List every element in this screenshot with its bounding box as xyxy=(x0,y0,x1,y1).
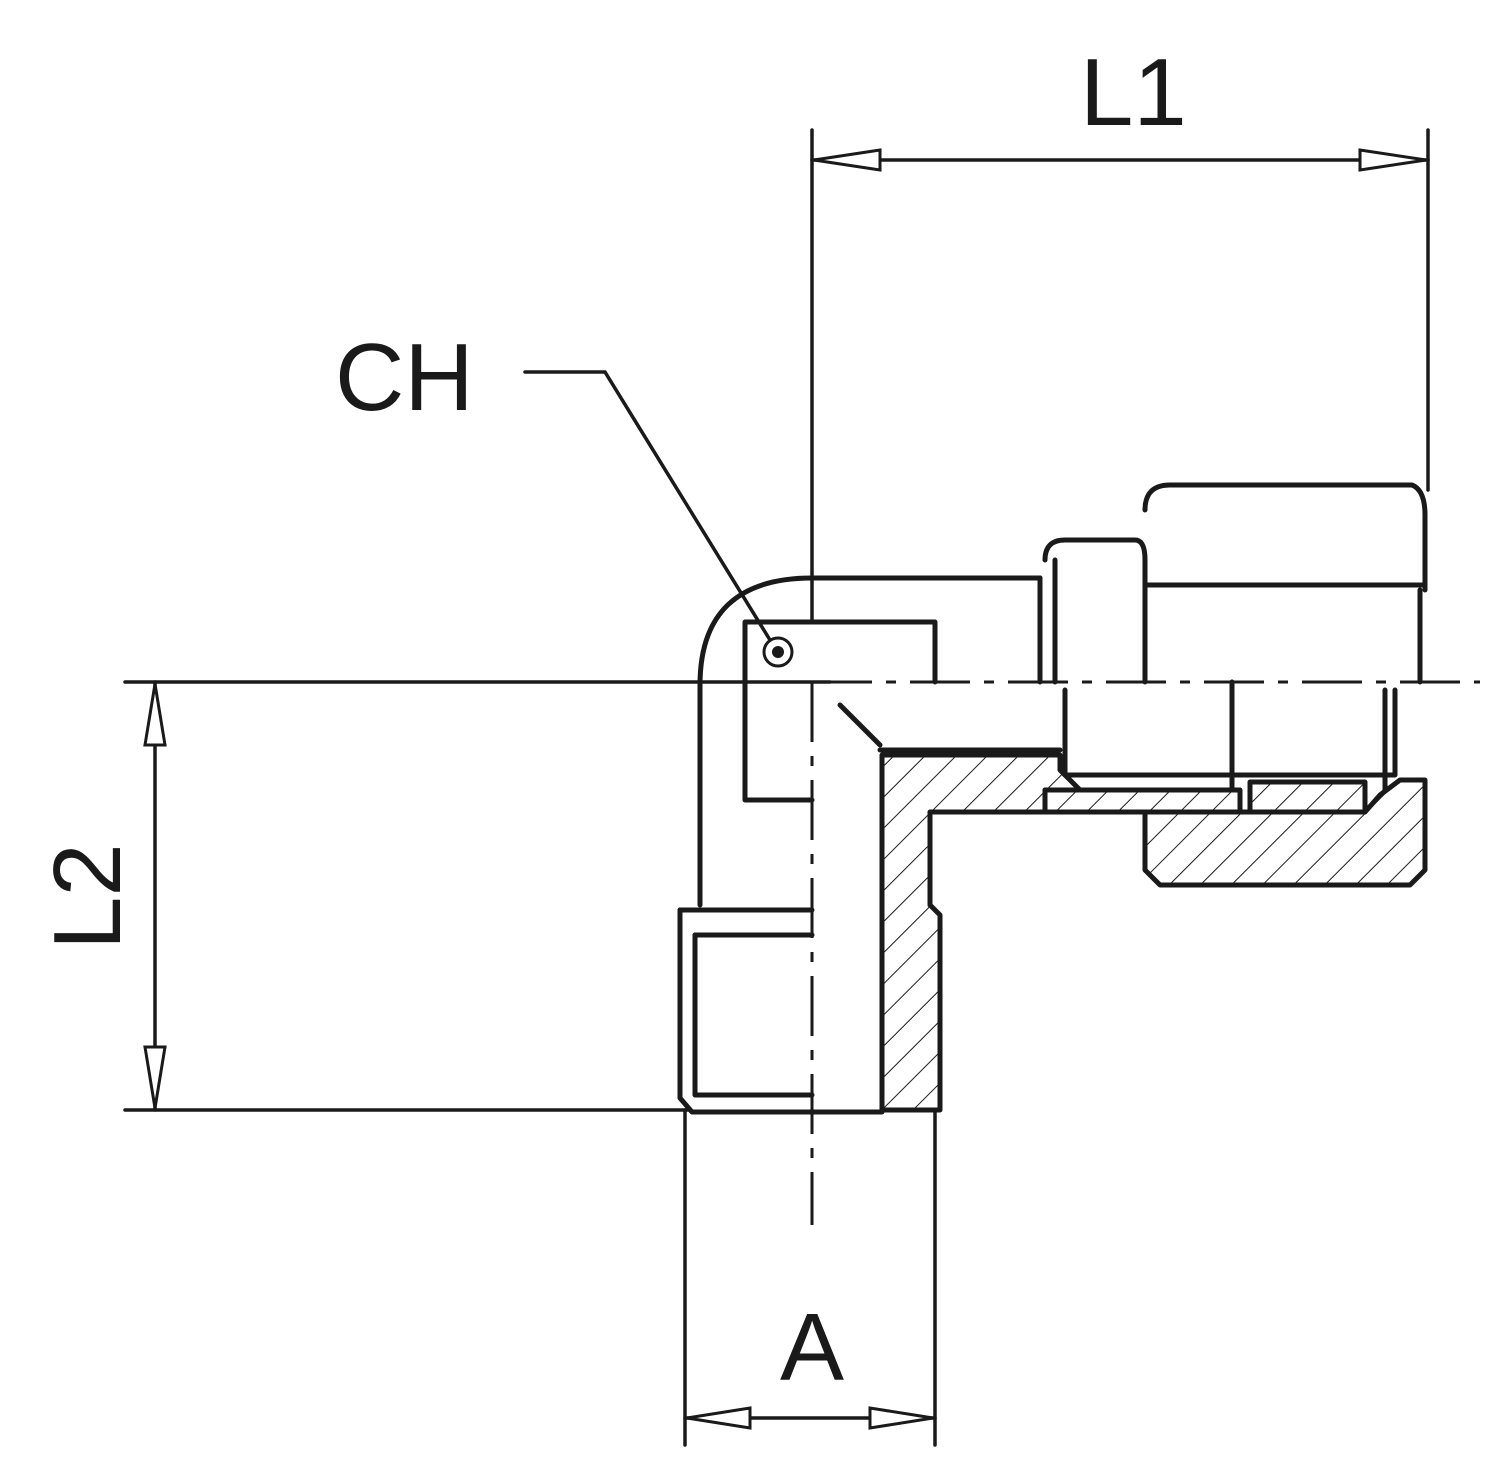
threaded-stud xyxy=(677,907,885,1115)
ch-marker-icon xyxy=(762,636,794,668)
dimension-lines xyxy=(123,128,1430,1447)
first-nut xyxy=(1037,537,1233,778)
label-a: A xyxy=(780,1294,844,1401)
ring-section-hatch xyxy=(1247,779,1368,815)
ch-callout xyxy=(523,370,794,668)
sleeve-section-hatch xyxy=(1042,787,1243,815)
elbow-section-hatch xyxy=(879,752,1083,1113)
ch-marker-dot-icon xyxy=(772,646,784,658)
cap-nut-section-hatch xyxy=(1142,777,1428,888)
dimension-arrows xyxy=(143,148,1427,1430)
elbow-body xyxy=(697,575,1063,908)
cap-nut xyxy=(1142,482,1428,793)
label-l1: L1 xyxy=(1080,39,1187,146)
label-l2: L2 xyxy=(34,843,141,950)
label-ch: CH xyxy=(335,324,474,431)
